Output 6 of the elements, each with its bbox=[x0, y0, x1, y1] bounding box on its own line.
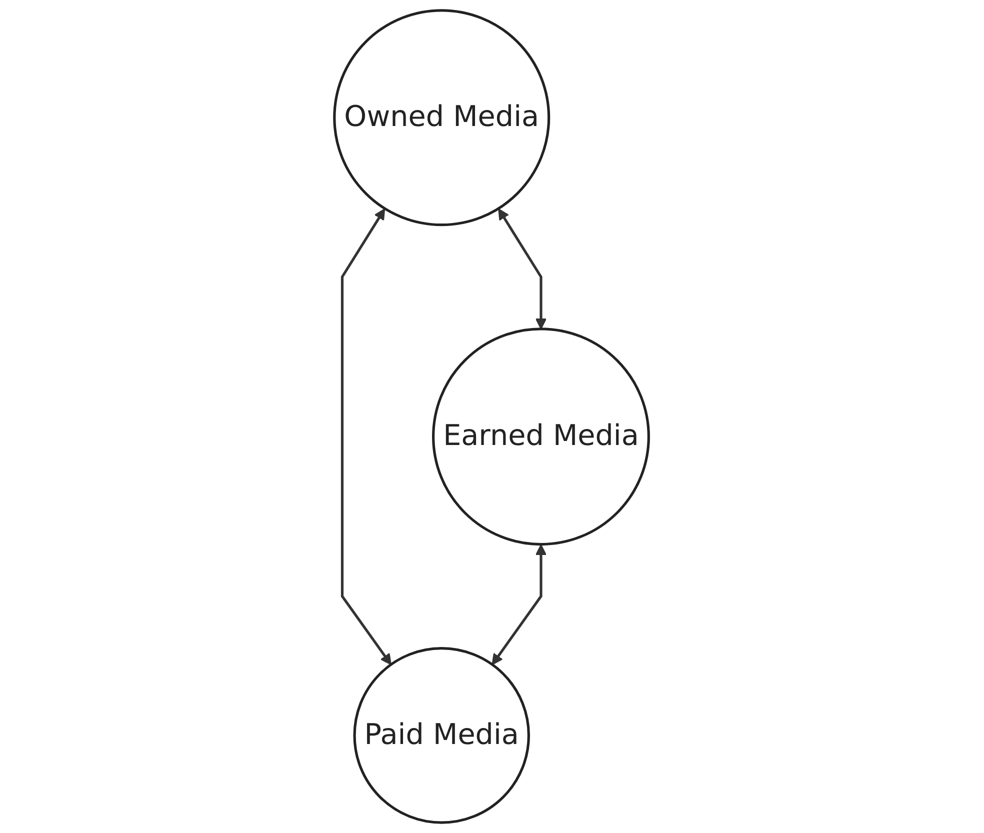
node-circle: Paid Media bbox=[354, 647, 530, 824]
node-circle: Earned Media bbox=[432, 328, 650, 546]
arrow bbox=[492, 544, 548, 666]
node-circle: Owned Media bbox=[334, 9, 551, 226]
arrow bbox=[341, 208, 392, 666]
arrow bbox=[498, 208, 548, 330]
